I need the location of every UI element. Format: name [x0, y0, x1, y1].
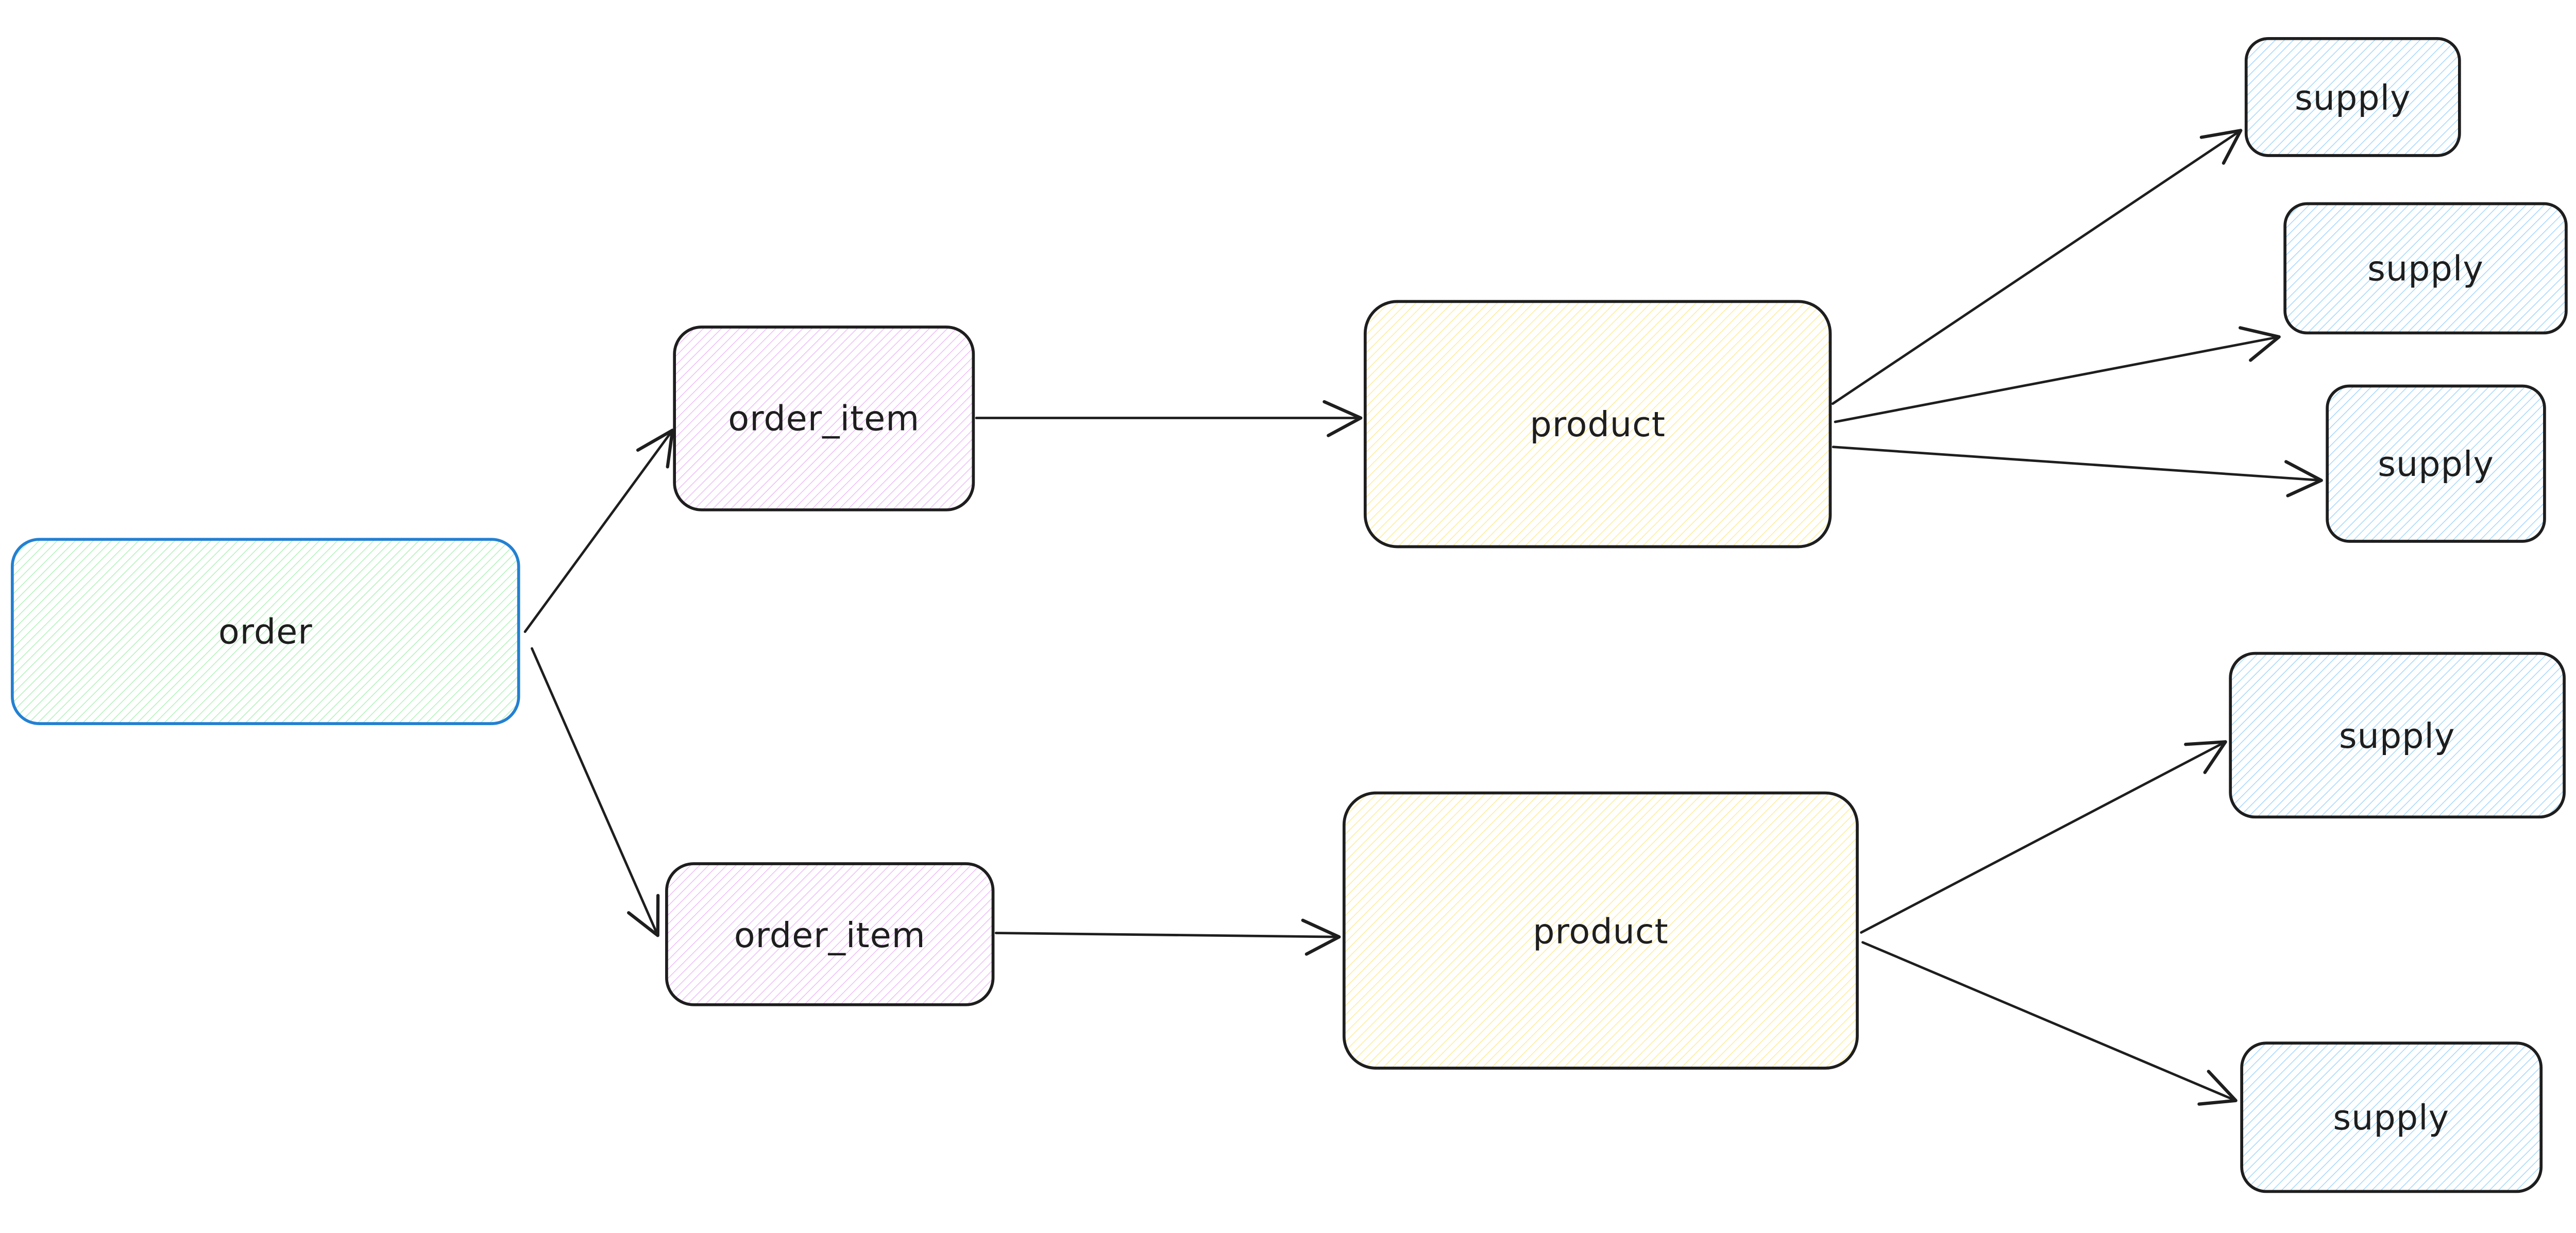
- node-supply-4: supply: [2229, 652, 2566, 819]
- order-item-bottom-box[interactable]: [665, 862, 995, 1006]
- arrow-order-item-bottom-to-product-bottom[interactable]: [994, 918, 1341, 956]
- arrow-product-top-to-supply-1[interactable]: [1831, 129, 2243, 405]
- order-box[interactable]: [10, 538, 520, 725]
- edges-layer: [523, 129, 2323, 1106]
- node-supply-5: supply: [2240, 1041, 2543, 1193]
- order-item-top-box[interactable]: [673, 326, 975, 511]
- arrow-order-to-order-item-bottom[interactable]: [531, 647, 660, 937]
- order-item-top-label: order_item: [728, 398, 920, 438]
- arrow-product-bottom-to-supply-5[interactable]: [1861, 941, 2238, 1106]
- product-top-label: product: [1530, 404, 1666, 444]
- supply-4-label: supply: [2339, 716, 2455, 756]
- node-supply-2: supply: [2283, 202, 2568, 335]
- supply-5-label: supply: [2333, 1098, 2449, 1138]
- supply-3-box[interactable]: [2326, 384, 2546, 543]
- supply-2-label: supply: [2367, 248, 2484, 288]
- supply-5-box[interactable]: [2240, 1041, 2543, 1193]
- node-order-item-top: order_item: [673, 326, 975, 511]
- node-order-item-bottom: order_item: [665, 862, 995, 1006]
- arrow-order-to-order-item-top[interactable]: [523, 429, 674, 633]
- node-product-bottom: product: [1342, 791, 1859, 1070]
- supply-1-label: supply: [2295, 78, 2411, 118]
- node-supply-3: supply: [2326, 384, 2546, 543]
- arrow-product-bottom-to-supply-4[interactable]: [1860, 740, 2227, 934]
- supply-4-box[interactable]: [2229, 652, 2566, 819]
- supply-3-label: supply: [2378, 444, 2494, 484]
- product-bottom-label: product: [1533, 912, 1669, 952]
- node-supply-1: supply: [2244, 37, 2461, 157]
- order-label: order: [218, 611, 313, 652]
- supply-2-box[interactable]: [2283, 202, 2568, 335]
- node-product-top: product: [1363, 300, 1832, 549]
- product-bottom-box[interactable]: [1342, 791, 1859, 1070]
- arrow-product-top-to-supply-3[interactable]: [1832, 446, 2323, 498]
- product-top-box[interactable]: [1363, 300, 1832, 549]
- supply-1-box[interactable]: [2244, 37, 2461, 157]
- order-item-bottom-label: order_item: [734, 915, 926, 955]
- arrow-product-top-to-supply-2[interactable]: [1834, 326, 2281, 423]
- node-order: order: [10, 538, 520, 725]
